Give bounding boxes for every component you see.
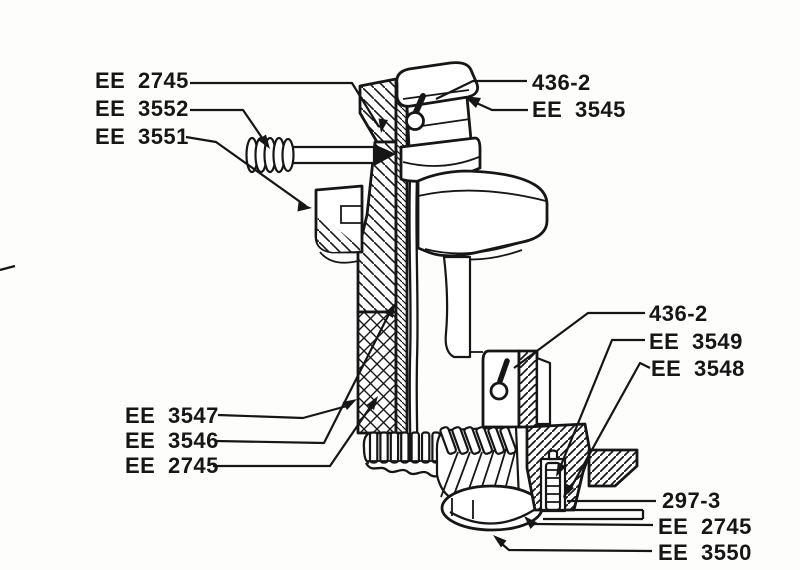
retainer-section bbox=[587, 448, 639, 488]
eccentric-cam bbox=[416, 169, 549, 261]
callout-ee3548: EE 3548 bbox=[651, 356, 745, 381]
callout-ee3546: EE 3546 bbox=[125, 428, 219, 453]
callout-436-2-top: 436-2 bbox=[532, 70, 591, 95]
callout-297-3: 297-3 bbox=[662, 488, 721, 513]
clamp-bracket bbox=[314, 184, 364, 264]
cap-top bbox=[395, 61, 479, 108]
housing-upper-wall bbox=[356, 140, 398, 314]
drive-head-cap bbox=[395, 61, 482, 183]
lower-shaft-body bbox=[442, 255, 483, 359]
callout-ee2745-bottom: EE 2745 bbox=[125, 453, 219, 478]
leader-arrowheads bbox=[258, 96, 574, 548]
lower-pin-slot bbox=[497, 358, 510, 384]
callout-ee3550: EE 3550 bbox=[658, 540, 752, 565]
top-pin-hole bbox=[405, 111, 425, 131]
callout-ee3545: EE 3545 bbox=[532, 97, 626, 122]
stray-mark bbox=[0, 264, 16, 272]
callout-ee2745-right: EE 2745 bbox=[658, 514, 752, 539]
leader-lines bbox=[185, 79, 656, 553]
callout-436-2-mid: 436-2 bbox=[649, 301, 708, 326]
callout-ee2745-top: EE 2745 bbox=[95, 68, 189, 93]
housing-top-flange bbox=[358, 77, 398, 144]
callout-labels: EE 2745 EE 3552 EE 3551 436-2 EE 3545 43… bbox=[95, 68, 752, 565]
callout-ee3551: EE 3551 bbox=[95, 124, 189, 149]
lower-pin-hole bbox=[489, 381, 509, 401]
callout-ee3547: EE 3547 bbox=[125, 403, 219, 428]
bevel-gear bbox=[435, 425, 544, 532]
drive-shaft bbox=[408, 177, 419, 463]
lower-bushing bbox=[525, 422, 645, 521]
top-pin-slot bbox=[413, 93, 426, 115]
callout-ee3549: EE 3549 bbox=[649, 329, 743, 354]
callout-ee3552: EE 3552 bbox=[95, 96, 189, 121]
housing-cross-section bbox=[356, 77, 409, 435]
base-plate-lines bbox=[535, 508, 645, 521]
lower-drive-head bbox=[481, 349, 552, 429]
